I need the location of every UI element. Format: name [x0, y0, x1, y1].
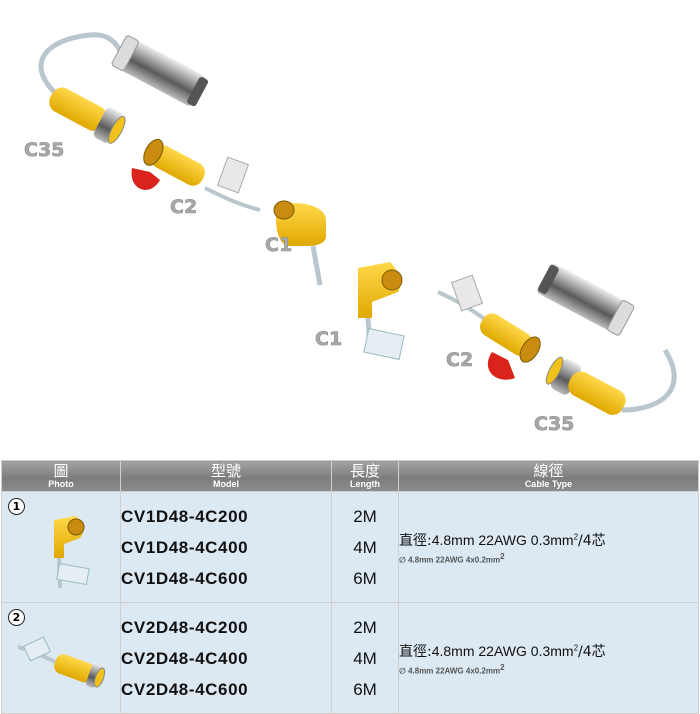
- row-index-badge: 2: [8, 609, 25, 626]
- table-row: 2 CV2D48-4C200 CV2D48-4C400 CV2D48-4C600: [1, 602, 699, 714]
- model-cell: CV1D48-4C200 CV1D48-4C400 CV1D48-4C600: [120, 491, 332, 603]
- callout-c35-left: C35: [24, 139, 64, 161]
- cable-spec-english: ∅ 4.8mm 22AWG 4x0.2mm2: [399, 662, 505, 676]
- photo-cell: 1: [1, 491, 121, 603]
- callout-c2-left: C2: [170, 196, 197, 218]
- length-cell: 2M 4M 6M: [331, 491, 399, 603]
- row-index-badge: 1: [8, 498, 25, 515]
- connector-c2-left: [131, 138, 261, 212]
- model-code: CV1D48-4C400: [121, 537, 249, 557]
- sensor-right: [537, 263, 635, 336]
- model-code: CV2D48-4C600: [121, 679, 249, 699]
- callout-c1-right: C1: [315, 328, 342, 350]
- length-value: 2M: [353, 617, 377, 637]
- model-code: CV1D48-4C600: [121, 568, 249, 588]
- cable-type-cell: 直徑:4.8mm 22AWG 0.3mm2/4芯 ∅ 4.8mm 22AWG 4…: [398, 602, 699, 714]
- straight-connector-icon: [17, 636, 106, 688]
- model-cell: CV2D48-4C200 CV2D48-4C400 CV2D48-4C600: [120, 602, 332, 714]
- callout-c1-left: C1: [265, 234, 292, 256]
- cable-type-cell: 直徑:4.8mm 22AWG 0.3mm2/4芯 ∅ 4.8mm 22AWG 4…: [398, 491, 699, 603]
- cable-spec-english: ∅ 4.8mm 22AWG 4x0.2mm2: [399, 551, 505, 565]
- callout-c2-right: C2: [446, 349, 473, 371]
- cable-spec: 直徑:4.8mm 22AWG 0.3mm2/4芯: [399, 642, 606, 660]
- length-value: 6M: [353, 679, 377, 699]
- cable-spec: 直徑:4.8mm 22AWG 0.3mm2/4芯: [399, 531, 606, 549]
- connector-c1-left: [273, 200, 326, 286]
- model-code: CV2D48-4C200: [121, 617, 249, 637]
- length-value: 6M: [353, 568, 377, 588]
- right-angle-connector-icon: [54, 516, 90, 589]
- length-value: 4M: [353, 648, 377, 668]
- connector-c2-right: [437, 274, 541, 380]
- product-illustration: C35 C2 C1 C1 C2 C35: [24, 32, 677, 435]
- photo-cell: 2: [1, 602, 121, 714]
- connector-c35-left: [49, 87, 126, 144]
- callout-c35-right: C35: [534, 413, 574, 435]
- length-value: 2M: [353, 506, 377, 526]
- length-value: 4M: [353, 537, 377, 557]
- length-cell: 2M 4M 6M: [331, 602, 399, 714]
- connector-c35-right: [545, 348, 677, 415]
- model-code: CV1D48-4C200: [121, 506, 249, 526]
- model-code: CV2D48-4C400: [121, 648, 249, 668]
- connector-c1-right: [358, 262, 405, 361]
- table-row: 1 CV1D48-4C200 CV1D48-4C400 CV1D48-4C600…: [1, 491, 699, 603]
- sensor-left: [38, 32, 209, 108]
